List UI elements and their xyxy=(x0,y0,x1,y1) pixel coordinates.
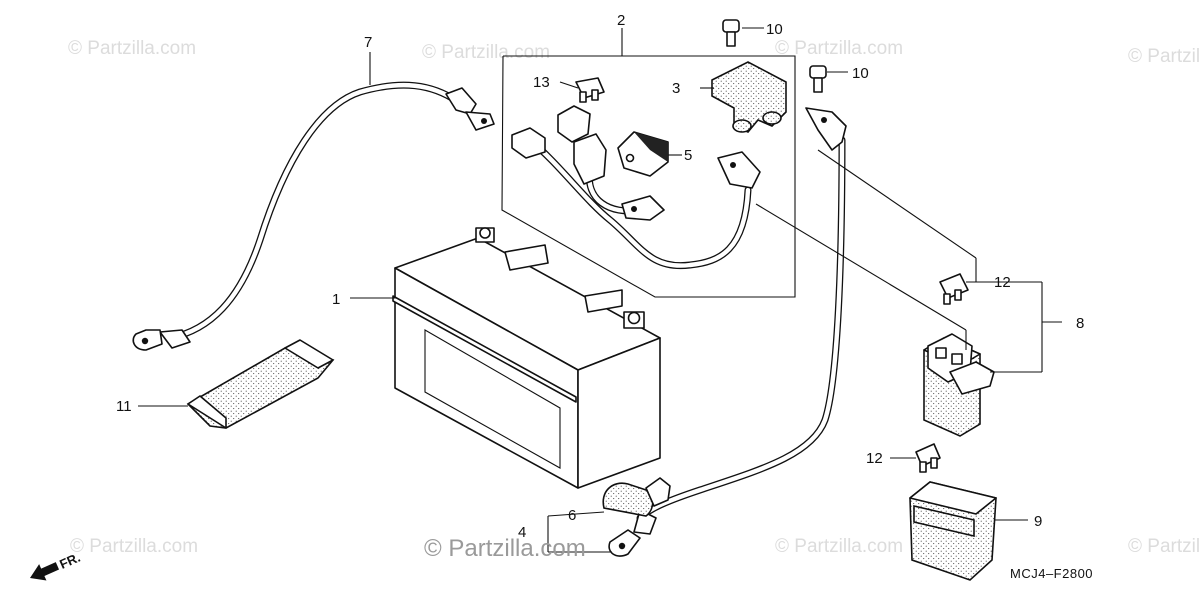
callout-4: 4 xyxy=(518,524,526,541)
part-4-positive-cable xyxy=(608,107,847,557)
callout-9: 9 xyxy=(1034,513,1042,530)
callout-7: 7 xyxy=(364,34,372,51)
harness-group-outline xyxy=(501,28,796,298)
watermark: © Partzilla.com xyxy=(1128,536,1200,557)
part-13-fuse xyxy=(575,77,605,103)
callout-10-top: 10 xyxy=(766,21,783,38)
callout-5: 5 xyxy=(684,147,692,164)
diagram-code: MCJ4–F2800 xyxy=(1010,566,1093,581)
part-11-battery-strap xyxy=(186,339,335,429)
front-arrow-icon xyxy=(30,562,60,581)
group-bracket-line xyxy=(501,55,796,298)
front-direction-indicator: FR. xyxy=(30,550,83,581)
watermark-main: © Partzilla.com xyxy=(424,535,586,562)
watermark-layer: © Partzilla.com © Partzilla.com © Partzi… xyxy=(68,38,1200,557)
watermark: © Partzilla.com xyxy=(68,38,196,59)
callout-3: 3 xyxy=(672,80,680,97)
part-5-terminal-cover xyxy=(617,131,669,177)
callout-13: 13 xyxy=(533,74,550,91)
callout-10-right: 10 xyxy=(852,65,869,82)
part-8-starter-relay xyxy=(923,333,995,437)
callout-1: 1 xyxy=(332,291,340,308)
callout-12-upper: 12 xyxy=(994,274,1011,291)
part-7-cable xyxy=(132,81,495,351)
part-1-battery xyxy=(392,227,661,489)
leader-lines xyxy=(138,27,1062,553)
part-12-fuses xyxy=(915,273,969,473)
callout-labels: 1 2 3 4 5 6 7 8 9 10 10 11 12 12 13 xyxy=(116,12,1084,541)
watermark: © Partzilla.com xyxy=(422,42,550,63)
callout-2: 2 xyxy=(617,12,625,29)
watermark: © Partzilla.com xyxy=(775,38,903,59)
callout-8: 8 xyxy=(1076,315,1084,332)
part-9-relay-cover xyxy=(909,481,997,581)
callout-6: 6 xyxy=(568,507,576,524)
watermark: © Partzilla.com xyxy=(70,536,198,557)
callout-11: 11 xyxy=(116,398,132,415)
watermark: © Partzilla.com xyxy=(775,536,903,557)
watermark: © Partzilla.com xyxy=(1128,46,1200,67)
callout-12-lower: 12 xyxy=(866,450,883,467)
part-3-terminal-cover xyxy=(711,61,787,133)
part-6-terminal-cap xyxy=(602,477,671,517)
part-2-wire-harness xyxy=(511,105,761,270)
part-10-bolts xyxy=(722,19,827,93)
